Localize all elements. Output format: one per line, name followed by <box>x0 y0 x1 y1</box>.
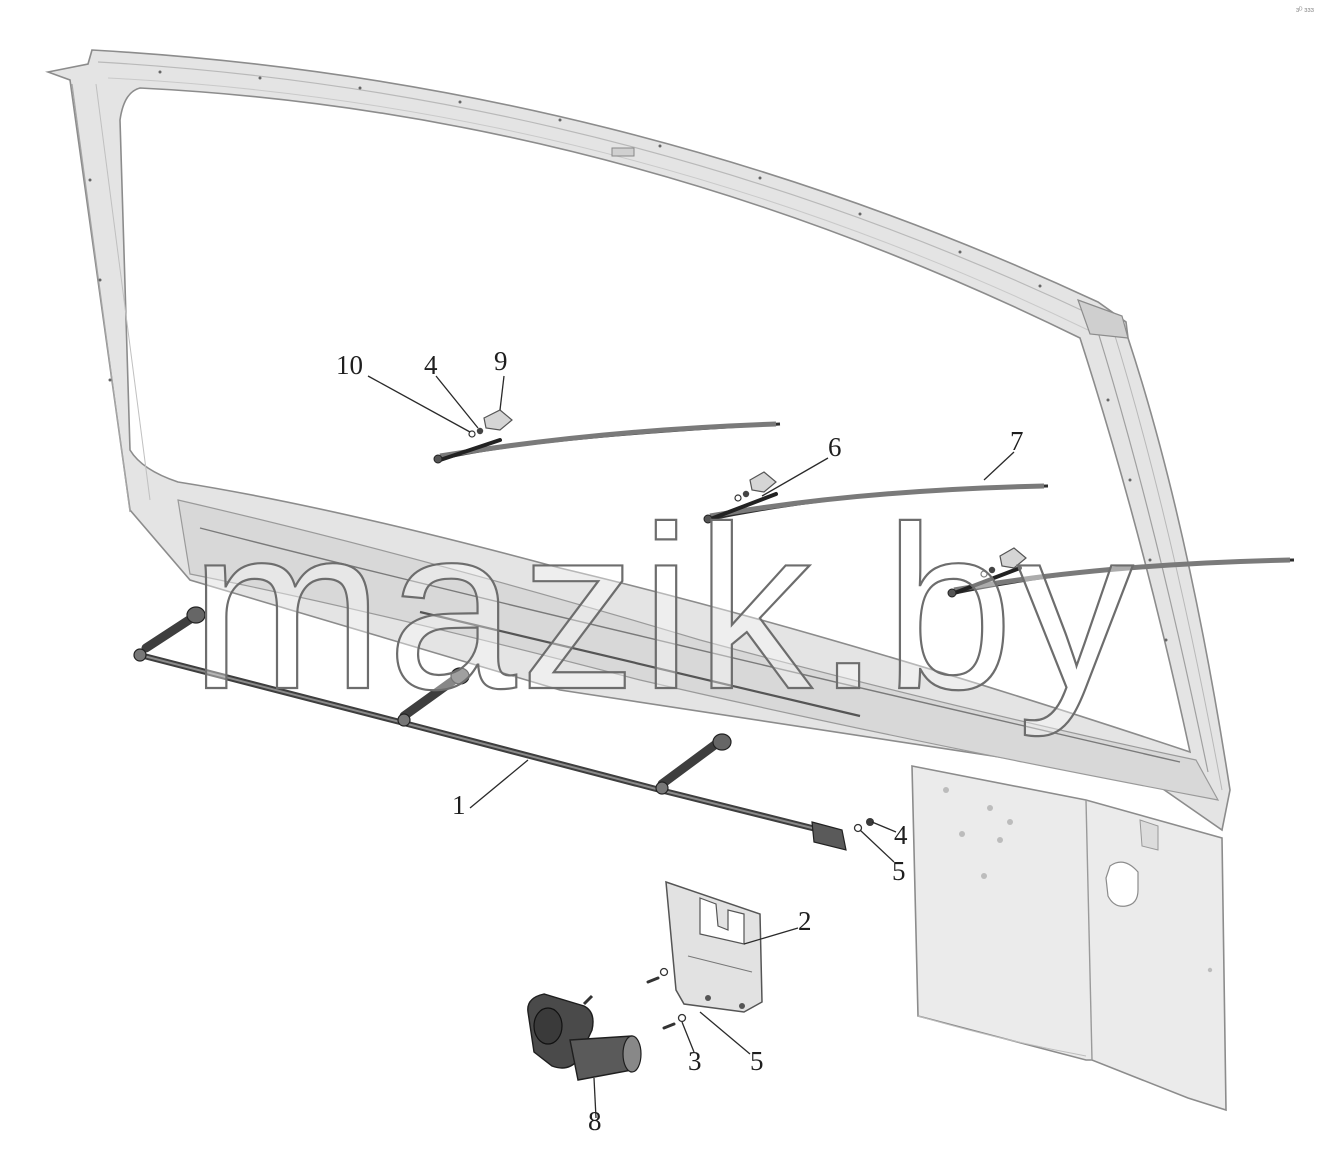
callout-4-top: 4 <box>424 350 438 380</box>
callout-labels: 10 4 9 6 7 1 4 5 2 3 5 8 <box>336 346 1024 1136</box>
callout-1: 1 <box>452 790 466 820</box>
callout-5-right: 5 <box>892 856 906 886</box>
callout-10: 10 <box>336 350 363 380</box>
callout-4-right: 4 <box>894 820 908 850</box>
motor-bracket <box>665 880 763 1013</box>
wiper-linkage <box>133 606 847 851</box>
callout-7: 7 <box>1010 426 1024 456</box>
wiper-motor <box>527 993 642 1081</box>
callout-3: 3 <box>688 1046 702 1076</box>
wiper-arm-right <box>947 547 1295 598</box>
callout-2: 2 <box>798 906 812 936</box>
callout-5-bottom: 5 <box>750 1046 764 1076</box>
fasteners <box>646 818 874 1030</box>
side-panel <box>911 765 1227 1112</box>
wiper-arm-center <box>703 471 1049 524</box>
callout-6: 6 <box>828 432 842 462</box>
windshield-frame <box>45 49 1231 832</box>
wiper-arm-left <box>433 409 781 464</box>
leader-lines <box>367 375 1015 1119</box>
watermark-text: mazik.by <box>190 479 1137 738</box>
corner-tag: ɜᴰ ɜɜɜ <box>1296 7 1314 14</box>
callout-9: 9 <box>494 346 508 376</box>
window-opening <box>119 87 1192 754</box>
callout-8: 8 <box>588 1106 602 1136</box>
